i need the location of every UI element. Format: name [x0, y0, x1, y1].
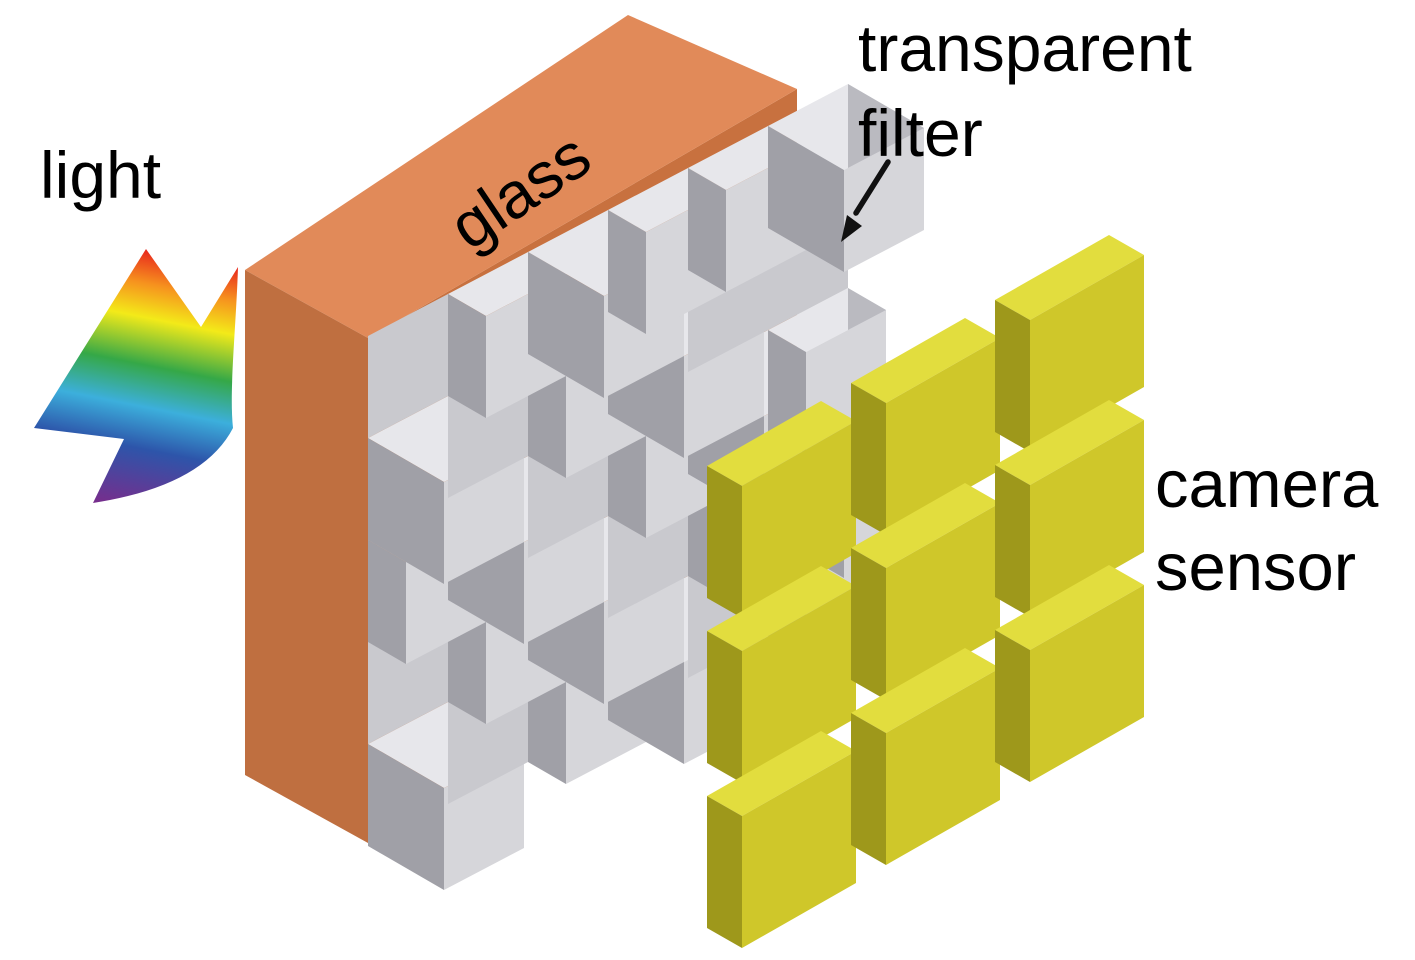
sensor-pixel-front-face — [1030, 255, 1144, 452]
filter-cell-side-face — [528, 252, 604, 398]
sensor-pixel-side-face — [995, 300, 1030, 452]
sensor-pixel-front-face — [1030, 585, 1144, 782]
sensor-pixel-top-face — [995, 235, 1144, 320]
sensor-pixel-front-face — [886, 668, 1000, 865]
sensor-pixel-top-face — [995, 565, 1144, 650]
sensor-pixel-side-face — [995, 630, 1030, 782]
sensor-pixel-side-face — [851, 548, 886, 700]
filter-cell-side-face — [368, 744, 444, 890]
camera-sensor-label-line1: camera — [1155, 447, 1379, 522]
sensor-pixel-top-face — [995, 400, 1144, 485]
sensor-pixel-top-face — [851, 648, 1000, 733]
sensor-pixel-side-face — [707, 796, 742, 948]
filter-cell-side-face — [768, 126, 844, 272]
sensor-pixel-side-face — [851, 383, 886, 535]
sensor-pixel-top-face — [851, 483, 1000, 568]
sensor-pixel-side-face — [995, 465, 1030, 617]
sensor-pixel-side-face — [851, 713, 886, 865]
light-label-text: light — [40, 138, 162, 212]
sensor-pixel-side-face — [707, 631, 742, 783]
sensor-pixel-top-face — [707, 566, 856, 651]
light-label: light — [40, 134, 161, 217]
glass-top-face — [245, 15, 797, 338]
filter-cell-side-face — [608, 210, 646, 334]
filter-cell-side-face — [448, 294, 486, 418]
sensor-pixel-front-face — [742, 751, 856, 948]
filter-pointer-arrowhead-icon — [841, 215, 862, 242]
sensor-pixel-front-face — [1030, 420, 1144, 617]
sensor-pixel-front-face — [886, 503, 1000, 700]
light-ray-arrow — [34, 249, 238, 503]
camera-sensor-label-line2: sensor — [1155, 530, 1357, 605]
camera-sensor-label: camera sensor — [1155, 443, 1378, 609]
filter-pointer-line — [853, 159, 891, 216]
transparent-filter-label: transparent filter — [858, 6, 1192, 176]
sensor-pixel-front-face — [742, 586, 856, 783]
filter-cell-side-face — [368, 438, 444, 584]
sensor-pixel-front-face — [742, 421, 856, 618]
transparent-filter-label-line2: filter — [858, 96, 983, 170]
sensor-pixel-top-face — [707, 731, 856, 816]
filter-cell-side-face — [368, 540, 406, 664]
filter-cell-side-face — [688, 168, 726, 292]
glass-side-face — [245, 270, 368, 843]
filter-cell-recess — [368, 294, 448, 438]
sensor-pixel-front-face — [886, 338, 1000, 535]
filter-cell-front-face — [844, 128, 924, 272]
sensor-pixel-top-face — [851, 318, 1000, 403]
sensor-pixel-side-face — [707, 466, 742, 618]
sensor-pixel-top-face — [707, 401, 856, 486]
transparent-filter-label-line1: transparent — [858, 11, 1192, 85]
